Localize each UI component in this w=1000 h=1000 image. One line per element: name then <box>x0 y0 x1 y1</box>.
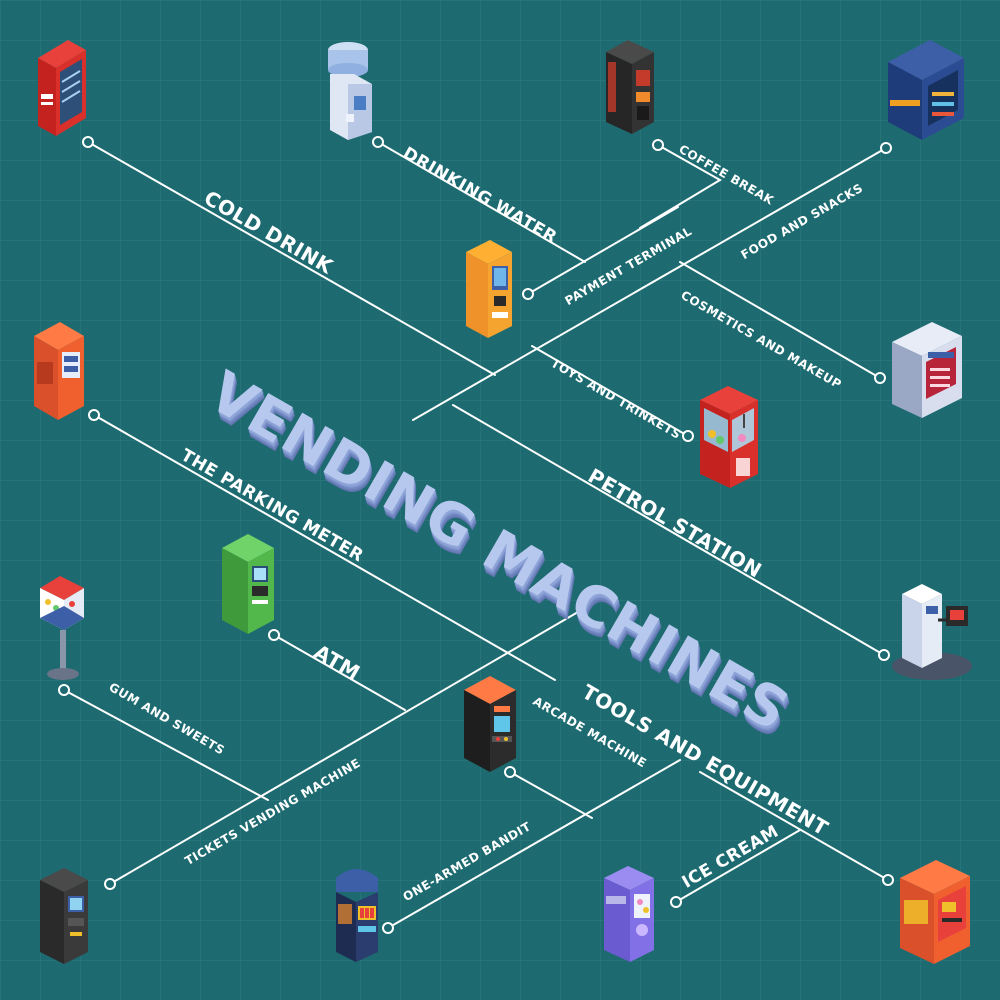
coffee-machine-icon <box>606 40 654 134</box>
connector-gum <box>63 689 269 801</box>
dot-petrol <box>878 649 890 661</box>
gumball-machine-icon <box>40 576 84 680</box>
connector-petrol <box>452 404 885 656</box>
water-cooler-icon <box>328 42 372 140</box>
connector-coffee <box>639 144 722 229</box>
dot-tools <box>882 874 894 886</box>
arcade-cabinet-icon <box>464 676 516 772</box>
ice-cream-machine-icon <box>604 866 654 962</box>
dot-cosmetics <box>874 372 886 384</box>
connector-drinking-water <box>377 141 586 263</box>
fuel-pump-icon <box>892 584 972 680</box>
dot-cold-drink <box>82 136 94 148</box>
claw-machine-icon <box>700 386 758 488</box>
dot-parking-meter <box>88 409 100 421</box>
connector-payment-terminal <box>527 206 679 295</box>
connector-tickets <box>109 611 579 885</box>
connector-food-snacks <box>412 147 887 421</box>
parking-meter-icon <box>34 322 84 420</box>
dot-arcade <box>504 766 516 778</box>
connector-tools <box>699 771 889 881</box>
dot-tickets <box>104 878 116 890</box>
connector-arcade <box>509 771 593 819</box>
dot-food-snacks <box>880 142 892 154</box>
dot-gum <box>58 684 70 696</box>
ticket-machine-icon <box>40 868 88 964</box>
dot-slot <box>382 922 394 934</box>
connector-cold-drink <box>87 141 496 376</box>
atm-icon <box>222 534 274 634</box>
tools-machine-icon <box>900 860 970 964</box>
dot-payment-terminal <box>522 288 534 300</box>
dot-ice-cream <box>670 896 682 908</box>
connector-cosmetics <box>679 261 881 379</box>
connector-ice-cream <box>675 829 801 903</box>
connector-slot <box>387 759 681 929</box>
cosmetics-machine-icon <box>892 322 962 418</box>
connector-parking-meter <box>93 414 556 681</box>
snack-machine-icon <box>888 40 964 140</box>
dot-toys <box>682 430 694 442</box>
dot-coffee <box>652 139 664 151</box>
payment-terminal-icon <box>466 240 512 338</box>
cold-drink-fridge-icon <box>38 40 86 136</box>
dot-drinking-water <box>372 136 384 148</box>
connector-atm <box>273 634 406 711</box>
dot-atm <box>268 629 280 641</box>
connector-toys <box>531 345 689 437</box>
slot-machine-icon <box>336 869 378 962</box>
